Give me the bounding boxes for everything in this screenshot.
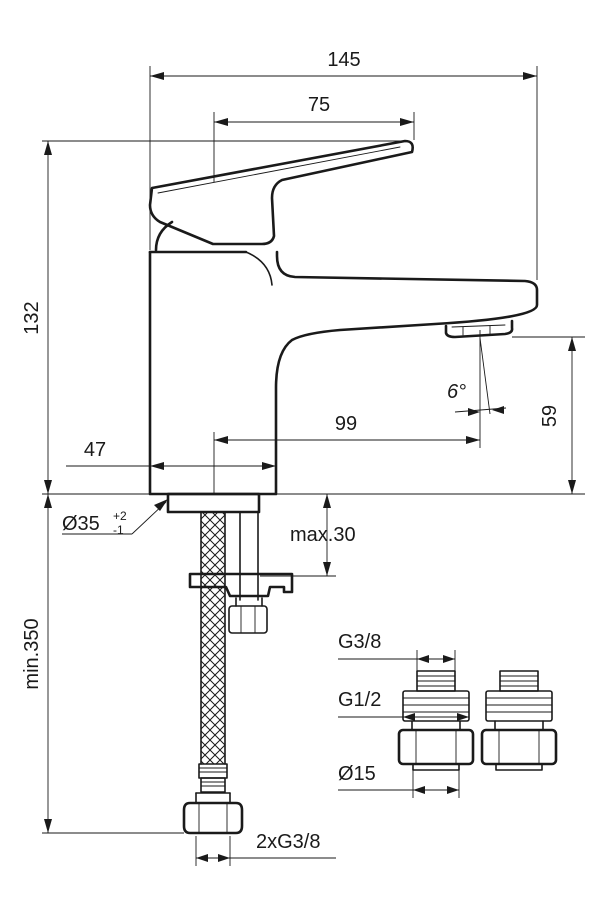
label-connector-pipe: Ø15	[338, 763, 376, 785]
mounting-plate	[188, 572, 294, 598]
label-base-tol-plus: +2	[113, 509, 127, 523]
label-body-width: 47	[84, 439, 106, 461]
connector-right	[480, 670, 558, 771]
label-connector-inner-thread: G1/2	[338, 689, 381, 711]
supply-hoses	[182, 511, 294, 835]
base-ring	[166, 492, 261, 514]
label-hose-length: min.350	[21, 618, 43, 689]
lever-cap	[154, 220, 174, 252]
label-overall-width: 145	[327, 49, 360, 71]
label-spout-height: 59	[539, 405, 561, 427]
label-spray-angle: 6°	[447, 381, 466, 403]
label-base-tol-minus: -1	[113, 523, 124, 537]
faucet-body	[148, 250, 539, 496]
label-hose-connection: 2xG3/8	[256, 831, 320, 853]
label-connector-outer-thread: G3/8	[338, 631, 381, 653]
hose-end-nut	[182, 801, 244, 835]
label-spout-reach: 99	[335, 413, 357, 435]
mounting-nut	[228, 605, 268, 634]
label-base-diameter: Ø35	[62, 513, 100, 535]
braided-hose	[201, 512, 225, 764]
label-height: 132	[21, 301, 43, 334]
dimension-lines	[42, 66, 585, 866]
label-lever-length: 75	[308, 94, 330, 116]
connector-left	[397, 670, 475, 771]
dimension-labels: 145 75 132 99 47 59 6° Ø35 +2 -1 max.30 …	[21, 49, 561, 853]
lever-handle	[148, 139, 414, 246]
label-max-mounting: max.30	[290, 524, 356, 546]
faucet	[148, 139, 539, 514]
